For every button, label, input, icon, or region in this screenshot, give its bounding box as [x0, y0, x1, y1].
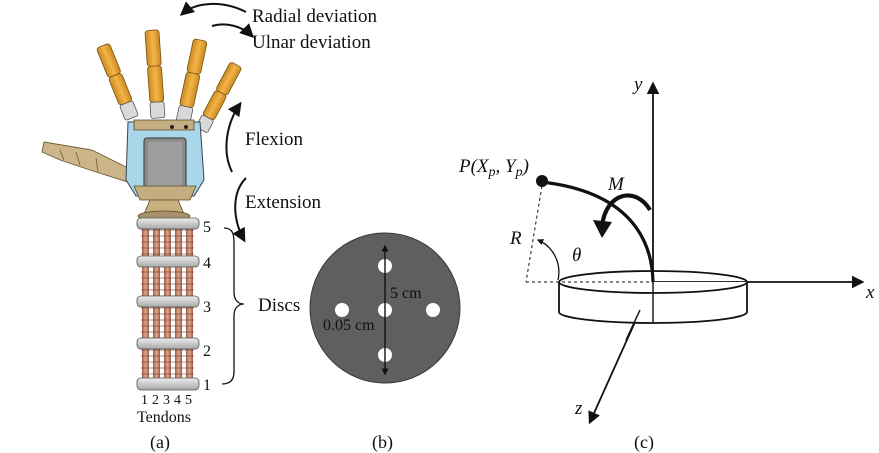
theta-arc — [536, 239, 560, 281]
hole-size-label: 0.05 cm — [323, 317, 375, 334]
tendon-number: 5 — [185, 393, 192, 408]
panel-a-hand-model — [41, 29, 242, 391]
radius-dashed — [525, 185, 543, 283]
thumb — [41, 141, 129, 183]
disc-4 — [136, 255, 200, 268]
flexion-extension-arrows — [225, 101, 247, 243]
extension-label: Extension — [245, 192, 321, 213]
disc-number: 2 — [203, 343, 211, 360]
fingers — [96, 29, 242, 133]
radial-deviation-label: Radial deviation — [252, 6, 378, 27]
disc-stack — [136, 217, 200, 391]
tendon-number: 1 — [141, 393, 148, 408]
moment-label: M — [607, 174, 625, 195]
tendons-label: Tendons — [137, 409, 191, 426]
discs-label: Discs — [258, 295, 300, 316]
disc-numbers: 5 4 3 2 1 — [203, 219, 211, 394]
disc-1 — [136, 377, 200, 391]
y-axis-label: y — [632, 74, 643, 95]
radius-label: R — [509, 228, 522, 249]
ulnar-deviation-label: Ulnar deviation — [252, 32, 371, 53]
disc-number: 1 — [203, 377, 211, 394]
tendon-hole — [426, 303, 440, 317]
panel-b-disc — [309, 232, 461, 384]
tip-point — [536, 175, 548, 187]
disc-2 — [136, 337, 200, 350]
tendon-hole — [335, 303, 349, 317]
disc-number: 3 — [203, 299, 211, 316]
x-axis-label: x — [865, 282, 875, 303]
tendon-numbers: 1 2 3 4 5 — [141, 393, 192, 408]
theta-label: θ — [572, 245, 581, 266]
disc-number: 4 — [203, 255, 211, 272]
z-axis-label: z — [574, 398, 583, 419]
palm — [125, 119, 205, 201]
disc-5 — [136, 217, 200, 230]
bending-arc — [541, 180, 655, 283]
flexion-label: Flexion — [245, 129, 304, 150]
caption-a: (a) — [150, 432, 170, 453]
caption-b: (b) — [372, 432, 393, 453]
diameter-label: 5 cm — [390, 285, 422, 302]
tendon-number: 3 — [163, 393, 170, 408]
radial-ulnar-arrows — [179, 1, 254, 38]
tendon-number: 2 — [152, 393, 159, 408]
point-label: P(Xp, Yp) — [458, 156, 529, 180]
tendon-number: 4 — [174, 393, 181, 408]
discs-brace — [221, 227, 245, 385]
panel-c-coordinate-diagram — [525, 81, 865, 425]
caption-c: (c) — [634, 432, 654, 453]
moment-arrow — [599, 193, 652, 227]
disc-number: 5 — [203, 219, 211, 236]
disc-3 — [136, 295, 200, 308]
